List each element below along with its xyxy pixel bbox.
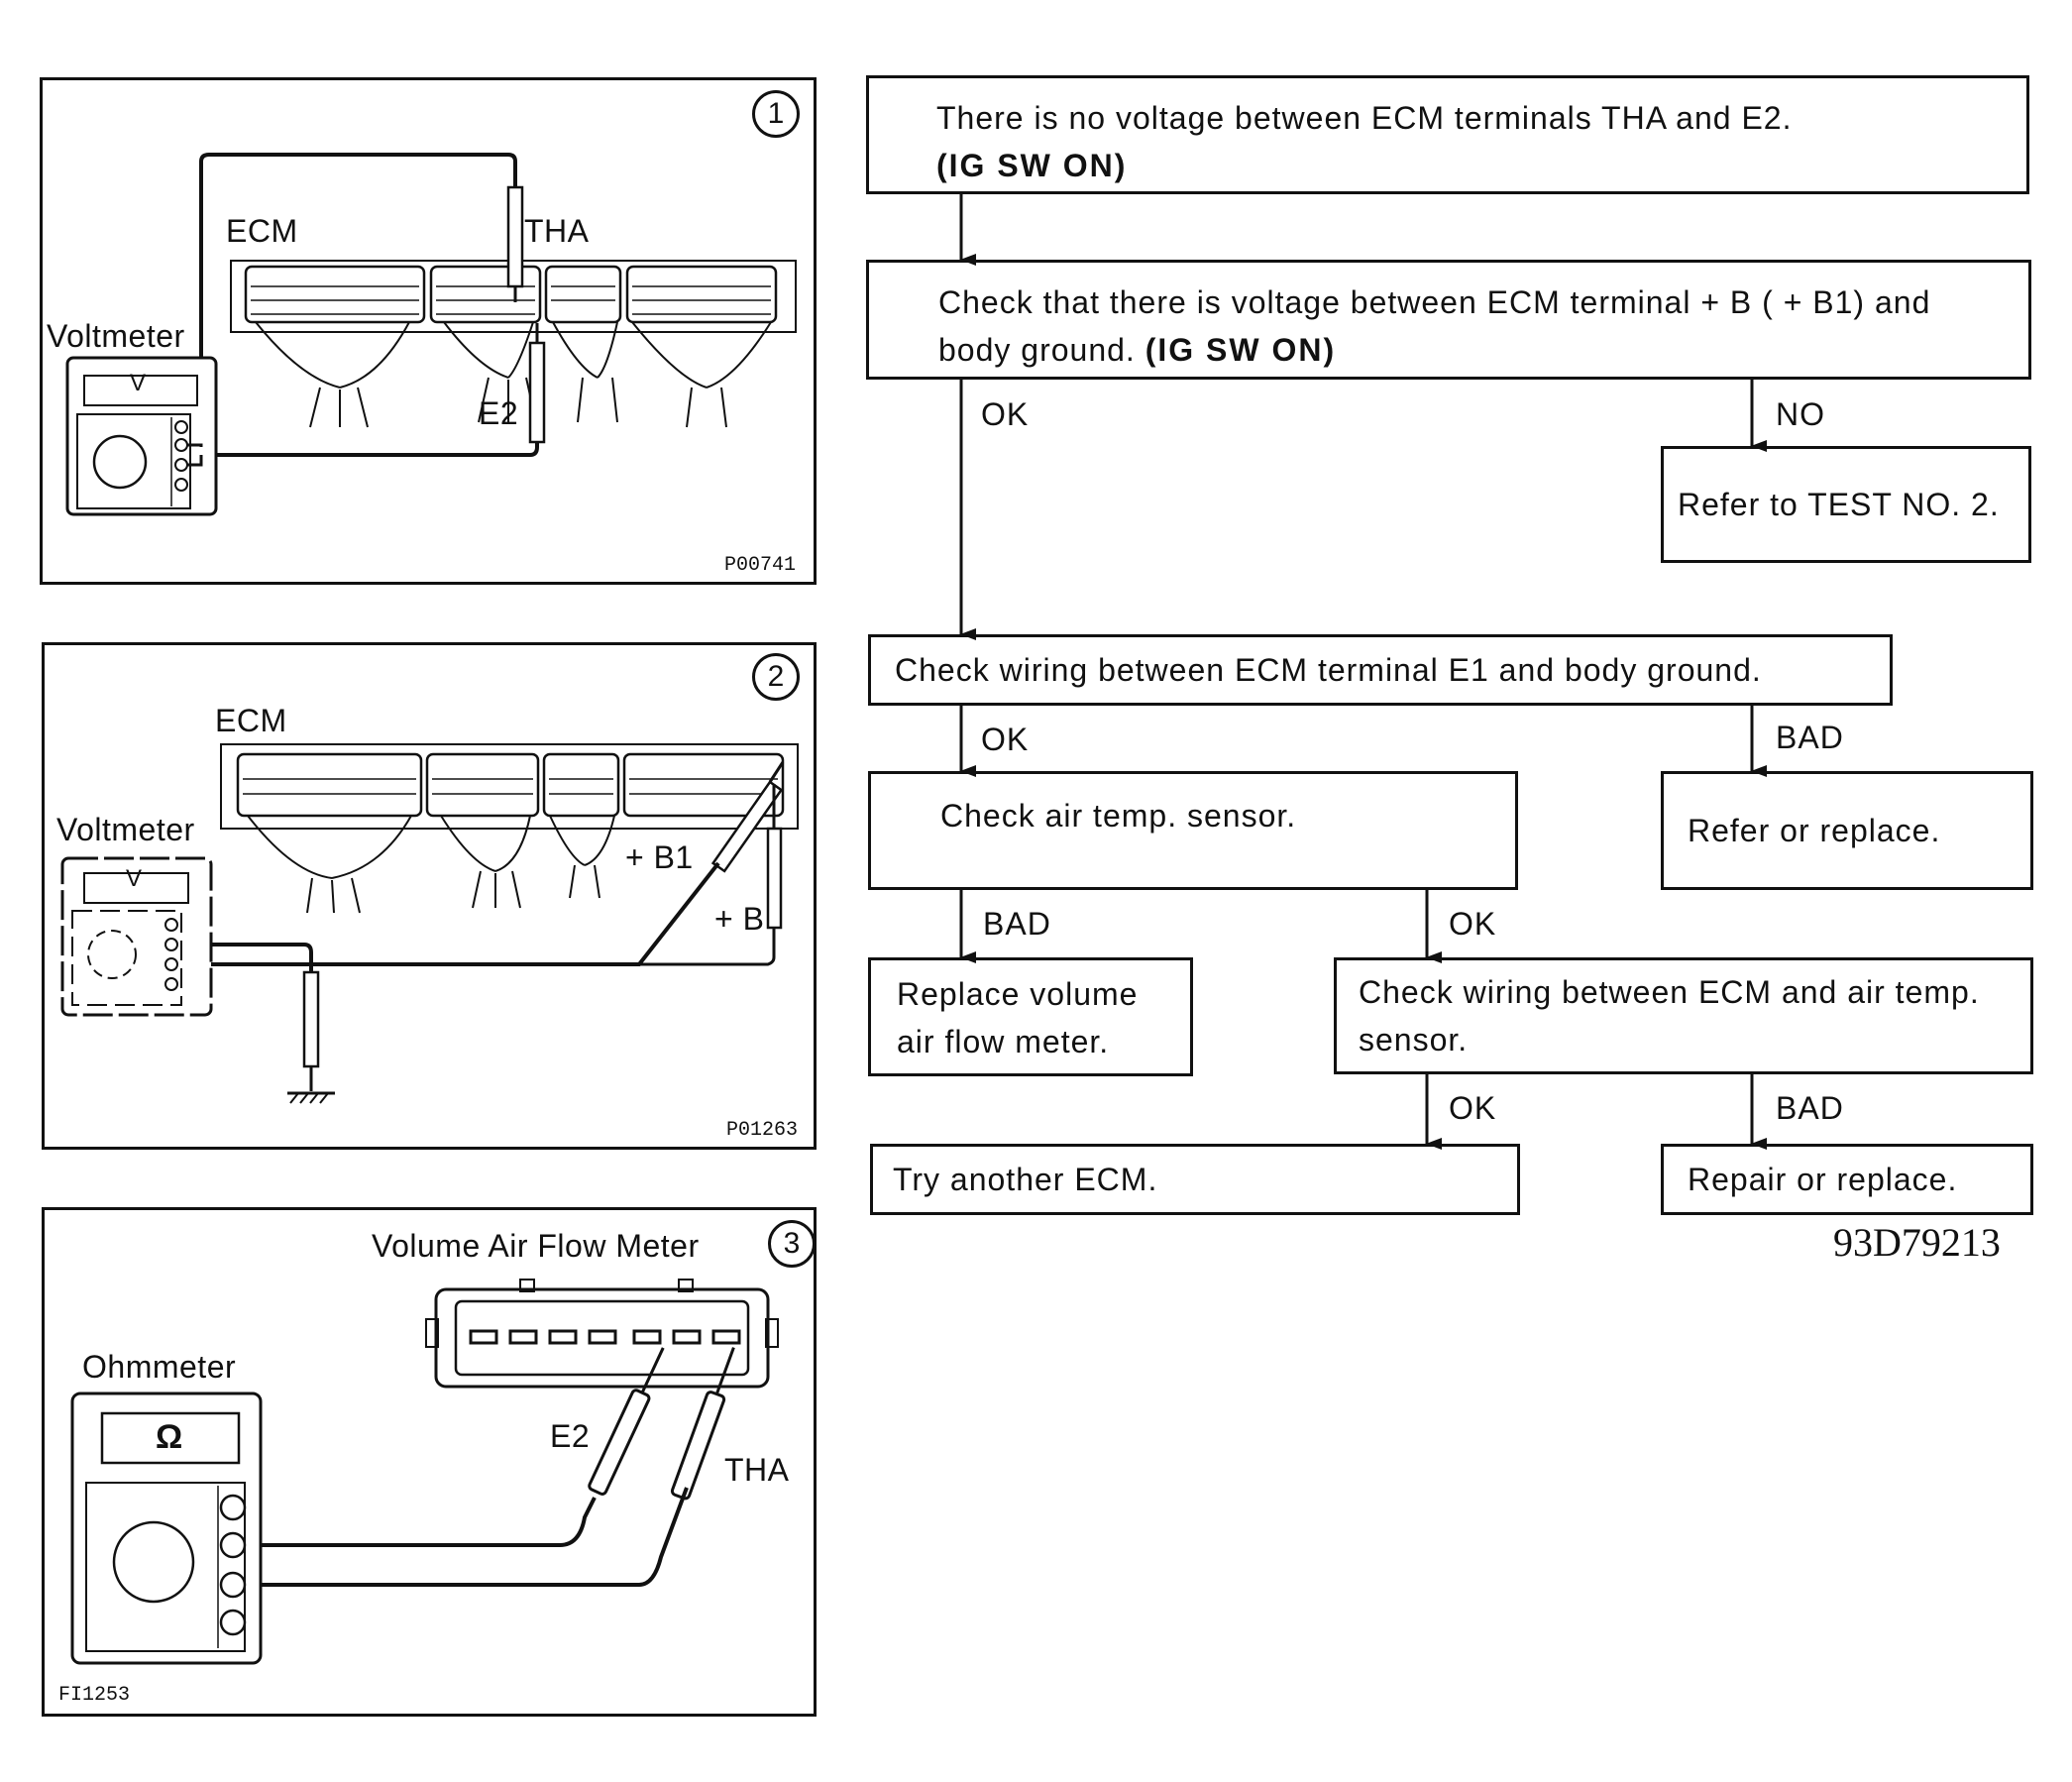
- b-label: + B: [714, 901, 765, 937]
- voltmeter-label: Voltmeter: [47, 318, 185, 354]
- figure-code: P01263: [726, 1119, 799, 1142]
- panel-1-drawing: [65, 153, 797, 516]
- check-wiring-sensor-box: Check wiring between ECM and air temp. s…: [1334, 957, 2033, 1074]
- repair-replace-text: Repair or replace.: [1688, 1162, 1958, 1197]
- tha-label: THA: [524, 213, 590, 249]
- tha-label: THA: [724, 1452, 790, 1488]
- check-wiring-sensor-text-2: sensor.: [1359, 1022, 1469, 1058]
- replace-meter-text: Replace volume: [897, 976, 1139, 1012]
- air-flow-meter-label: Volume Air Flow Meter: [372, 1228, 700, 1264]
- bad-label: BAD: [1776, 1090, 1844, 1126]
- repair-replace-box: Repair or replace.: [1661, 1144, 2033, 1215]
- check-voltage-condition: (IG SW ON): [1145, 332, 1337, 368]
- ohmmeter-label: Ohmmeter: [82, 1349, 237, 1385]
- panel-3-drawing: [70, 1279, 779, 1665]
- check-wiring-e1-text: Check wiring between ECM terminal E1 and…: [895, 652, 1762, 688]
- refer-replace-text: Refer or replace.: [1688, 813, 1941, 848]
- document-id: 93D79213: [1833, 1220, 2001, 1265]
- diagram-panel-2: 2 ECM Voltmeter V + B1 + B P01263: [42, 642, 817, 1150]
- meter-symbol: Ω: [156, 1418, 183, 1456]
- check-voltage-text-2: body ground. (IG SW ON): [938, 326, 2028, 374]
- diagram-panel-3: 3 Volume Air Flow Meter Ohmmeter Ω E2 TH…: [42, 1207, 817, 1717]
- panel-3-number: 3: [768, 1220, 816, 1268]
- ecm-label: ECM: [215, 703, 287, 738]
- ecm-label: ECM: [226, 213, 298, 249]
- bad-label: BAD: [983, 906, 1051, 942]
- check-voltage-text: Check that there is voltage between ECM …: [938, 284, 1931, 320]
- try-ecm-box: Try another ECM.: [870, 1144, 1520, 1215]
- meter-symbol: V: [130, 370, 147, 396]
- refer-test-text: Refer to TEST NO. 2.: [1678, 487, 2000, 522]
- panel-2-drawing: [60, 743, 799, 1104]
- check-sensor-text: Check air temp. sensor.: [940, 798, 1297, 834]
- ok-label: OK: [1449, 906, 1497, 942]
- panel-2-number: 2: [752, 653, 800, 701]
- try-ecm-text: Try another ECM.: [893, 1162, 1158, 1197]
- bad-label: BAD: [1776, 720, 1844, 755]
- replace-meter-box: Replace volume air flow meter.: [868, 957, 1193, 1076]
- refer-test-box: Refer to TEST NO. 2.: [1661, 446, 2031, 563]
- check-voltage-box: Check that there is voltage between ECM …: [866, 260, 2031, 380]
- ok-label: OK: [981, 396, 1030, 432]
- check-sensor-box: Check air temp. sensor.: [868, 771, 1518, 890]
- diagram-panel-1: 1 ECM THA Voltmeter V E2 P00741: [40, 77, 817, 585]
- ok-label: OK: [1449, 1090, 1497, 1126]
- ok-label: OK: [981, 722, 1030, 757]
- panel-1-number: 1: [752, 90, 800, 138]
- voltmeter-label: Voltmeter: [56, 812, 195, 847]
- meter-symbol: V: [126, 865, 143, 892]
- check-wiring-sensor-text: Check wiring between ECM and air temp.: [1359, 974, 1980, 1010]
- e2-label: E2: [479, 395, 519, 431]
- e2-label: E2: [550, 1418, 591, 1454]
- no-label: NO: [1776, 396, 1825, 432]
- check-voltage-line2: body ground.: [938, 332, 1145, 368]
- replace-meter-text-2: air flow meter.: [897, 1024, 1110, 1059]
- start-box: There is no voltage between ECM terminal…: [866, 75, 2029, 194]
- start-text: There is no voltage between ECM terminal…: [936, 100, 1793, 136]
- figure-code: P00741: [724, 554, 797, 577]
- refer-replace-box: Refer or replace.: [1661, 771, 2033, 890]
- figure-code: FI1253: [58, 1684, 131, 1707]
- b1-label: + B1: [625, 839, 694, 875]
- start-condition: (IG SW ON): [936, 148, 1128, 183]
- check-wiring-e1-box: Check wiring between ECM terminal E1 and…: [868, 634, 1893, 706]
